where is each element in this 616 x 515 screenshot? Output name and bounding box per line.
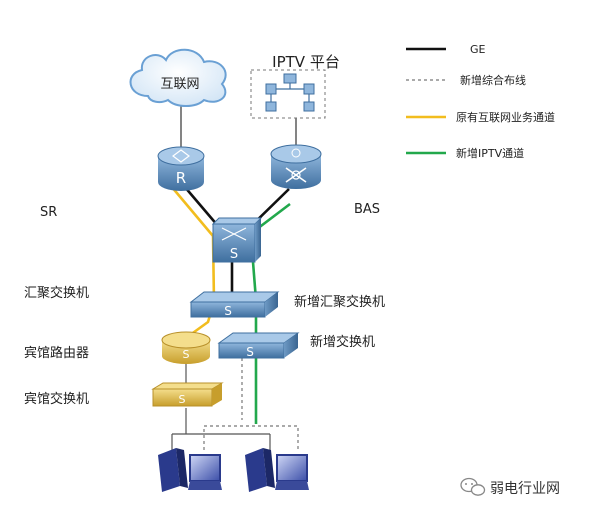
- new-aggregation-label: 新增汇聚交换机: [294, 294, 385, 310]
- legend: GE 新增综合布线 原有互联网业务通道 新增IPTV通道: [406, 43, 555, 160]
- new-switch: S: [217, 332, 300, 359]
- aggregation-switch: S: [211, 217, 263, 263]
- legend-internet-label: 原有互联网业务通道: [456, 110, 555, 124]
- hotel-router-letter: S: [183, 348, 190, 361]
- pc-1: [158, 448, 222, 492]
- iptv-platform: IPTV 平台: [250, 53, 340, 119]
- router-letter: R: [176, 169, 186, 187]
- platform-server-bottom-right: [303, 101, 315, 112]
- platform-title: IPTV 平台: [272, 53, 340, 71]
- sr-router: R: [157, 146, 205, 191]
- hotel-switch-label: 宾馆交换机: [24, 391, 89, 407]
- new-switch-label: 新增交换机: [310, 334, 375, 350]
- bas-label: BAS: [354, 202, 380, 217]
- internet-cloud: 互联网: [129, 48, 227, 107]
- dashed-cabling-bus: [203, 425, 299, 450]
- newswitch-letter: S: [246, 345, 254, 359]
- hotel-router: S: [161, 331, 211, 364]
- watermark: 弱电行业网: [460, 477, 560, 497]
- platform-server-left: [265, 83, 277, 95]
- sr-label: SR: [40, 205, 57, 220]
- wechat-icon: [460, 477, 486, 496]
- bas-device: [270, 144, 322, 189]
- new-aggregation-switch: S: [189, 291, 280, 318]
- cloud-label: 互联网: [160, 77, 199, 92]
- hotel-switch-letter: S: [179, 393, 186, 406]
- hotel-router-label: 宾馆路由器: [24, 345, 89, 361]
- agg-switch-letter: S: [230, 247, 238, 262]
- legend-ge-label: GE: [470, 43, 486, 56]
- watermark-text: 弱电行业网: [490, 481, 560, 497]
- hotel-switch: S: [151, 382, 224, 407]
- legend-cabling-label: 新增综合布线: [460, 73, 526, 87]
- pc-2: [245, 448, 309, 492]
- platform-server-right: [303, 83, 315, 95]
- newagg-switch-letter: S: [224, 304, 232, 318]
- aggregation-label: 汇聚交换机: [24, 285, 89, 301]
- legend-iptv-label: 新增IPTV通道: [456, 146, 524, 160]
- platform-server-bottom-left: [265, 101, 277, 112]
- platform-server-top: [283, 73, 297, 84]
